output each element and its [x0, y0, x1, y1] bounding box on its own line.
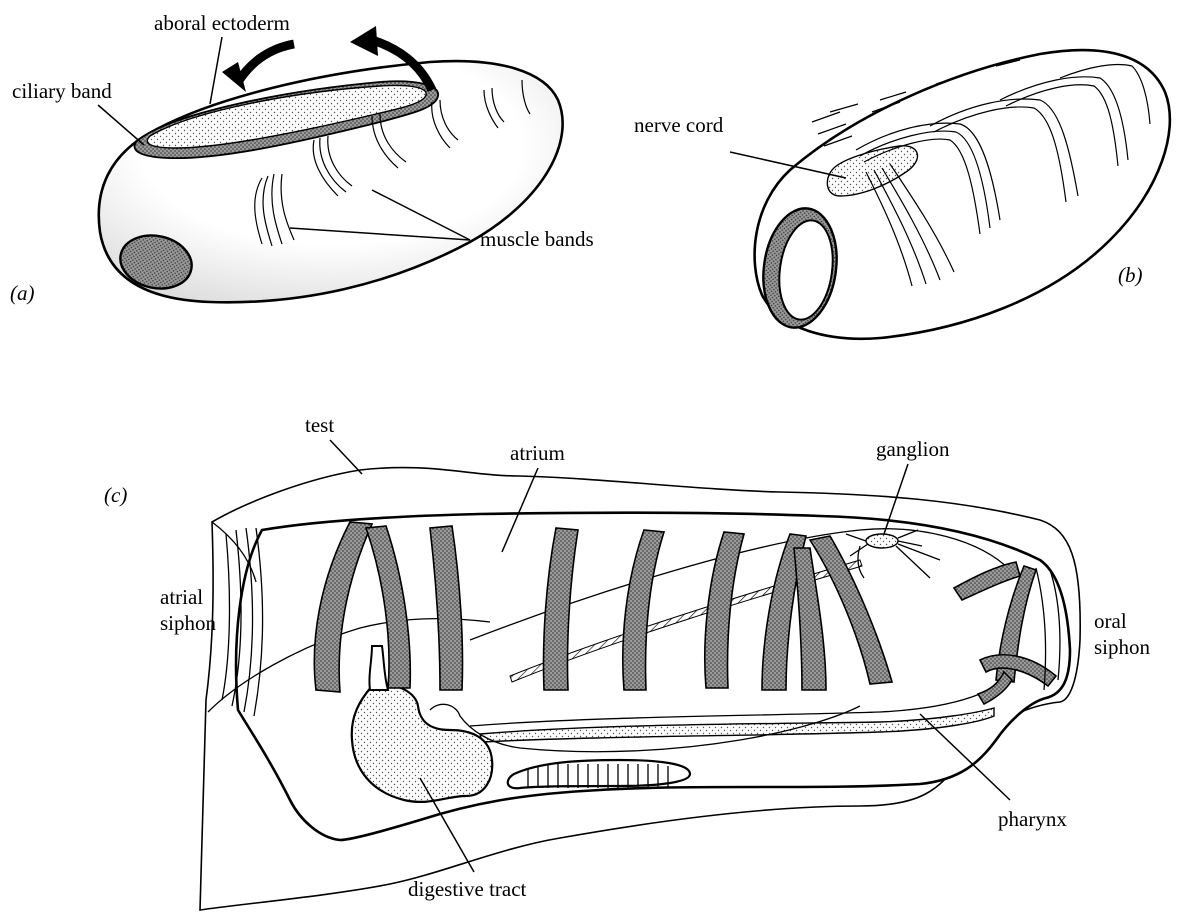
label-pharynx: pharynx [998, 807, 1067, 831]
label-atrial-line1: atrial [160, 585, 203, 609]
leader-aboral-ectoderm [210, 37, 222, 104]
label-atrial-line2: siphon [160, 611, 217, 635]
leader-ciliary-band [98, 105, 144, 145]
label-oral-line2: siphon [1094, 635, 1151, 659]
panel-c: test atrium ganglion atrial siphon oral … [104, 413, 1151, 910]
ganglion [866, 534, 898, 548]
label-aboral-ectoderm: aboral ectoderm [154, 11, 290, 35]
label-digestive-tract: digestive tract [408, 877, 527, 901]
panel-label-a: (a) [10, 281, 35, 305]
label-oral-line1: oral [1094, 609, 1127, 633]
fold-arrow-left [238, 44, 294, 82]
label-ciliary-band: ciliary band [12, 79, 112, 103]
label-muscle-bands: muscle bands [480, 227, 594, 251]
label-atrium: atrium [510, 441, 565, 465]
panel-a: aboral ectoderm ciliary band muscle band… [10, 11, 594, 305]
label-nerve-cord: nerve cord [634, 113, 724, 137]
fold-arrow-right-head [350, 26, 378, 56]
leader-test [330, 440, 362, 474]
panel-label-c: (c) [104, 483, 127, 507]
panel-label-b: (b) [1118, 263, 1143, 287]
panel-b: nerve cord (b) [634, 50, 1170, 339]
label-test: test [305, 413, 334, 437]
label-ganglion: ganglion [876, 437, 950, 461]
